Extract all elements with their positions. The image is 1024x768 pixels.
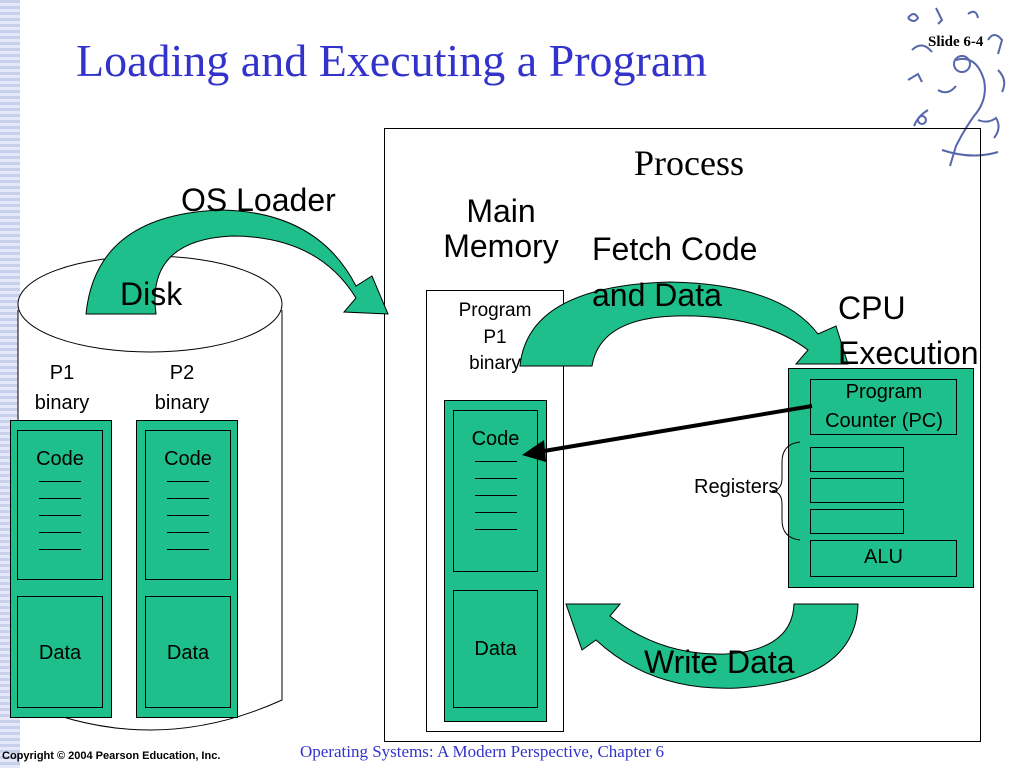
disk-p1-label: P1 binary <box>34 362 90 414</box>
registers-bracket <box>771 441 801 541</box>
disk-p2-label: P2 binary <box>154 362 210 414</box>
disk-p2-code-label: Code <box>145 448 231 566</box>
register-box-3 <box>810 509 904 534</box>
fetch-label: Fetch Code and Data <box>592 231 758 314</box>
process-box <box>384 128 981 742</box>
disk-p2-data-label: Data <box>166 642 210 664</box>
memory-code-segment <box>453 410 538 572</box>
disk-p2-code-segment <box>145 430 231 580</box>
program-counter-box <box>810 379 957 435</box>
slide-number: Slide 6-4 <box>928 34 984 50</box>
disk-p1-code-label: Code <box>17 448 103 566</box>
footer-copyright: Copyright © 2004 Pearson Education, Inc. <box>2 750 221 762</box>
program-counter-label: Program Counter (PC) <box>825 381 943 432</box>
pc-pointer-arrowhead <box>522 440 546 462</box>
os-loader-label: OS Loader <box>181 182 336 218</box>
disk-p1-code-segment <box>17 430 103 580</box>
register-box-1 <box>810 447 904 472</box>
disk-p1-data-label: Data <box>38 642 82 664</box>
memory-program-label: Program P1 binary <box>458 300 532 375</box>
footer-course: Operating Systems: A Modern Perspective,… <box>300 742 665 761</box>
music-clipart-decoration <box>907 7 1006 167</box>
main-memory-label: Main Memory <box>443 193 559 265</box>
memory-data-segment <box>453 590 538 708</box>
memory-data-label: Data <box>474 638 517 660</box>
disk-p2-data-segment <box>145 596 231 708</box>
alu-label: ALU <box>864 546 903 568</box>
write-data-arrow <box>565 603 859 689</box>
cpu-execution-label: CPU Execution <box>838 290 979 371</box>
fetch-arrow <box>519 281 849 367</box>
disk-p1-data-segment <box>17 596 103 708</box>
os-loader-arrow <box>85 209 389 315</box>
disk-label: Disk <box>120 276 183 312</box>
register-box-2 <box>810 478 904 503</box>
write-data-label: Write Data <box>644 644 795 680</box>
alu-box <box>810 540 957 577</box>
pc-pointer-arrow <box>537 404 813 454</box>
registers-label: Registers <box>694 476 779 498</box>
process-label: Process <box>634 143 744 183</box>
memory-code-label: Code <box>453 428 538 546</box>
slide-title: Loading and Executing a Program <box>76 35 708 86</box>
